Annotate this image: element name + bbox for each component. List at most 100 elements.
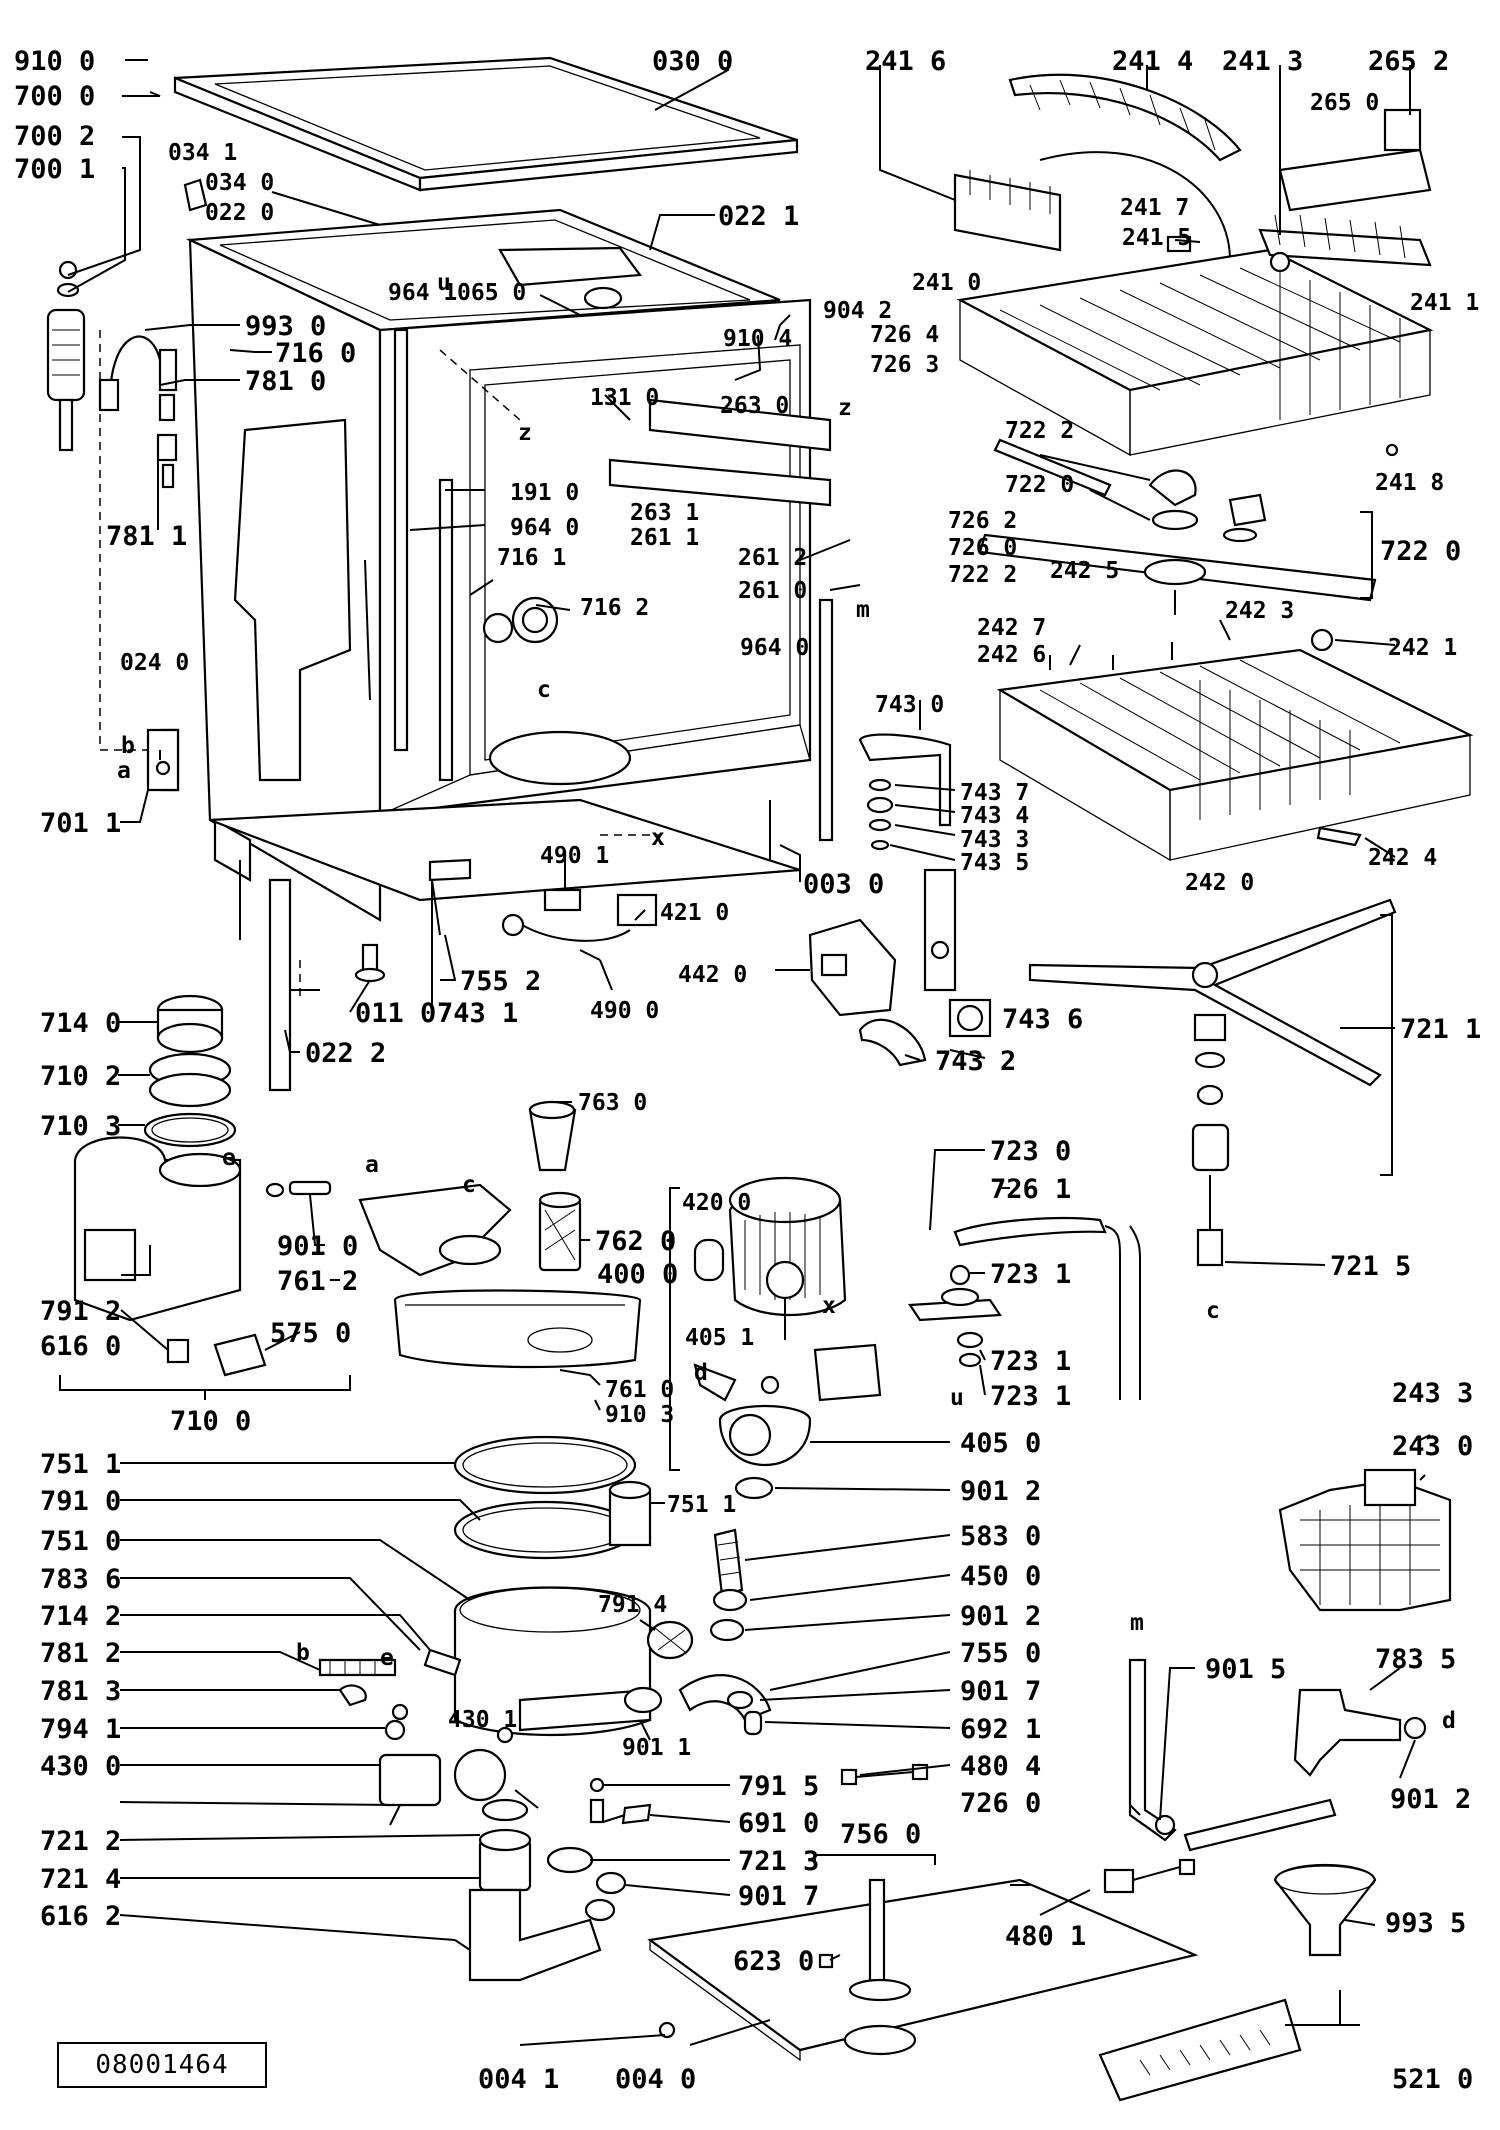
part-label: 723 1 (990, 1381, 1071, 1412)
part-label: 024 0 (120, 650, 189, 676)
letter-mark: d (694, 1360, 708, 1386)
part-label: 726 2 (948, 508, 1017, 534)
part-label: 243 3 (1392, 1378, 1473, 1409)
water-inlet-parts (46, 178, 208, 792)
part-label: 910 0 (14, 46, 95, 77)
part-label: 011 0 (355, 998, 436, 1029)
letter-mark: u (437, 270, 451, 296)
part-label: 030 0 (652, 46, 733, 77)
letter-mark: z (838, 395, 852, 421)
part-label: 721 3 (738, 1846, 819, 1877)
part-label: 751 0 (40, 1526, 121, 1557)
letter-marks: a a b b c c c d d e e m m u u x x z z (117, 270, 1456, 1734)
part-label: 722 2 (948, 562, 1017, 588)
part-label: 964 1 (388, 280, 457, 306)
part-label: 743 2 (935, 1046, 1016, 1077)
part-label: 781 3 (40, 1676, 121, 1707)
part-label: 490 1 (540, 843, 609, 869)
part-label: 714 2 (40, 1601, 121, 1632)
part-label: 241 3 (1222, 46, 1303, 77)
letter-mark: e (380, 1645, 394, 1671)
part-label: 241 4 (1112, 46, 1193, 77)
part-label: 910 3 (605, 1402, 674, 1428)
part-label: 065 0 (457, 280, 526, 306)
part-label: 901 0 (277, 1231, 358, 1262)
part-label: 265 0 (1310, 90, 1379, 116)
letter-mark: c (537, 677, 551, 703)
part-label: 751 1 (40, 1449, 121, 1480)
part-label: 723 0 (990, 1136, 1071, 1167)
letter-mark: e (222, 1145, 236, 1171)
letter-mark: d (1442, 1708, 1456, 1734)
part-label: 242 0 (1185, 870, 1254, 896)
part-label: 723 1 (990, 1346, 1071, 1377)
part-label: 242 3 (1225, 598, 1294, 624)
part-label: 993 5 (1385, 1908, 1466, 1939)
part-label: 722 0 (1005, 472, 1074, 498)
part-label: 743 6 (1002, 1004, 1083, 1035)
part-label: 241 8 (1375, 470, 1444, 496)
part-label: 521 0 (1392, 2064, 1473, 2095)
part-label: 421 0 (660, 900, 729, 926)
part-label: 781 1 (106, 521, 187, 552)
part-label: 721 2 (40, 1826, 121, 1857)
part-label: 241 1 (1410, 290, 1479, 316)
part-label: 755 0 (960, 1638, 1041, 1669)
part-label: 791 2 (40, 1296, 121, 1327)
part-label: 791 5 (738, 1771, 819, 1802)
part-label: 716 0 (275, 338, 356, 369)
part-label: 583 0 (960, 1521, 1041, 1552)
part-label: 901 2 (960, 1601, 1041, 1632)
part-label: 794 1 (40, 1714, 121, 1745)
letter-mark: c (462, 1172, 476, 1198)
part-label: 743 0 (875, 692, 944, 718)
part-label: 722 2 (1005, 418, 1074, 444)
part-label: 400 0 (597, 1259, 678, 1290)
part-label: 791 4 (598, 1592, 667, 1618)
part-label: 241 7 (1120, 195, 1189, 221)
cabinet-assembly (99, 56, 834, 1000)
part-label: 781 2 (40, 1638, 121, 1669)
part-label: 721 5 (1330, 1251, 1411, 1282)
wash-motor-assembly (589, 1176, 1141, 1825)
letter-mark: u (950, 1385, 964, 1411)
part-label: 726 0 (960, 1788, 1041, 1819)
part-label: 901 5 (1205, 1654, 1286, 1685)
part-label: 442 0 (678, 962, 747, 988)
part-label: 430 0 (40, 1751, 121, 1782)
part-label: 243 0 (1392, 1431, 1473, 1462)
part-label: 904 2 (823, 298, 892, 324)
document-code: 08001464 (57, 2042, 267, 2088)
part-label: 756 0 (840, 1819, 921, 1850)
part-label: 490 0 (590, 998, 659, 1024)
part-label: 726 0 (948, 535, 1017, 561)
letter-mark: c (1206, 1298, 1220, 1324)
part-label: 755 2 (460, 966, 541, 997)
part-label: 022 2 (305, 1038, 386, 1069)
leader-lines (67, 59, 1431, 2046)
upper-rack-assembly (953, 73, 1434, 457)
part-label: 692 1 (960, 1714, 1041, 1745)
part-label: 721 4 (40, 1864, 121, 1895)
part-label: 716 2 (580, 595, 649, 621)
lower-rack-assembly (996, 628, 1474, 862)
part-label: 722 0 (1380, 536, 1461, 567)
part-label: 726 1 (990, 1174, 1071, 1205)
part-label: 700 1 (14, 154, 95, 185)
part-label: 781 0 (245, 366, 326, 397)
part-label: 241 6 (865, 46, 946, 77)
part-label: 242 5 (1050, 558, 1119, 584)
part-label: 910 4 (723, 326, 792, 352)
letter-mark: a (117, 758, 131, 784)
part-label: 901 2 (960, 1476, 1041, 1507)
middle-components (268, 733, 992, 1092)
sump-assembly (318, 1100, 772, 1982)
part-label: 901 2 (1390, 1784, 1471, 1815)
part-label: 762 0 (595, 1226, 676, 1257)
lower-spray-arm (1028, 898, 1397, 1267)
part-label: 710 3 (40, 1111, 121, 1142)
part-label: 743 1 (437, 998, 518, 1029)
part-label: 743 3 (960, 827, 1029, 853)
part-label: 191 0 (510, 480, 579, 506)
